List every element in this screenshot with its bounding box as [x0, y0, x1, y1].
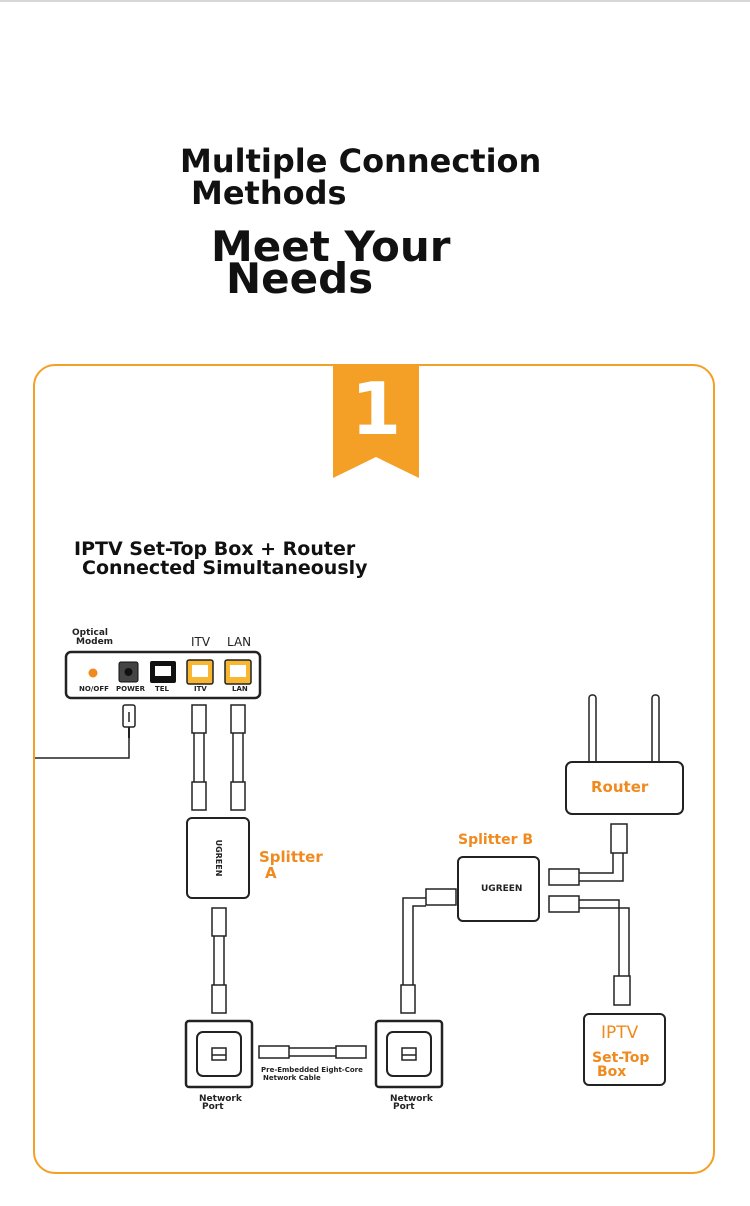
- cable-splitter-b-router: [548, 823, 628, 886]
- modem-port-itv: ITV: [194, 685, 207, 693]
- router: [565, 761, 684, 815]
- router-label: Router: [591, 778, 649, 796]
- splitter-b: [457, 856, 540, 922]
- splitter-a-brand: UGREEN: [214, 839, 223, 877]
- splitter-b-brand: UGREEN: [481, 884, 523, 894]
- modem-top-itv: ITV: [191, 635, 211, 649]
- power-led: [88, 668, 98, 678]
- modem-port-onoff: NO/OFF: [79, 685, 109, 693]
- cable-port-to-splitter-b: [400, 888, 457, 1014]
- cable-splitter-a-down: [211, 907, 227, 1014]
- router-antennas: [588, 694, 660, 766]
- cable-lan: [230, 704, 246, 811]
- network-port-left-line-1: Network: [199, 1094, 242, 1104]
- heading-line-1b: Methods: [191, 174, 347, 212]
- heading-line-1a: Multiple Connection: [180, 142, 542, 180]
- splitter-b-label: Splitter B: [458, 832, 534, 848]
- splitter-a: [186, 817, 250, 899]
- modem-label-line-1: Optical: [72, 628, 108, 638]
- heading-line-2a: Meet Your: [211, 222, 451, 271]
- cable-label-line-2: Network Cable: [263, 1074, 321, 1082]
- subtitle-line-1: IPTV Set-Top Box + Router: [74, 538, 356, 560]
- splitter-a-label-line-1: Splitter: [259, 848, 323, 866]
- network-port-left-line-2: Port: [202, 1102, 224, 1112]
- stb-line-3: Box: [597, 1064, 627, 1080]
- splitter-a-label-line-2: A: [265, 864, 277, 882]
- top-divider: [0, 0, 750, 2]
- modem-port-tel: TEL: [155, 685, 170, 693]
- stb-line-2: Set-Top: [592, 1050, 650, 1066]
- network-port-right-line-1: Network: [390, 1094, 433, 1104]
- pre-embedded-cable: [258, 1045, 367, 1059]
- modem-port-power: POWER: [116, 685, 145, 693]
- stb-line-1: IPTV: [601, 1023, 639, 1043]
- step-badge: [333, 366, 419, 478]
- iptv-set-top-box: [583, 1013, 666, 1086]
- connection-panel: [33, 364, 715, 1174]
- modem-port-lan: LAN: [232, 685, 248, 693]
- heading-line-2b: Needs: [226, 254, 374, 303]
- step-number: 1: [350, 367, 402, 451]
- network-port-right-line-2: Port: [393, 1102, 415, 1112]
- cable-splitter-b-stb: [548, 895, 631, 1006]
- cable-itv: [191, 704, 207, 811]
- modem-label-line-2: Modem: [76, 637, 114, 647]
- subtitle-line-2: Connected Simultaneously: [82, 557, 368, 579]
- modem-top-lan: LAN: [227, 635, 252, 649]
- cable-label-line-1: Pre-Embedded Eight-Core: [261, 1066, 363, 1074]
